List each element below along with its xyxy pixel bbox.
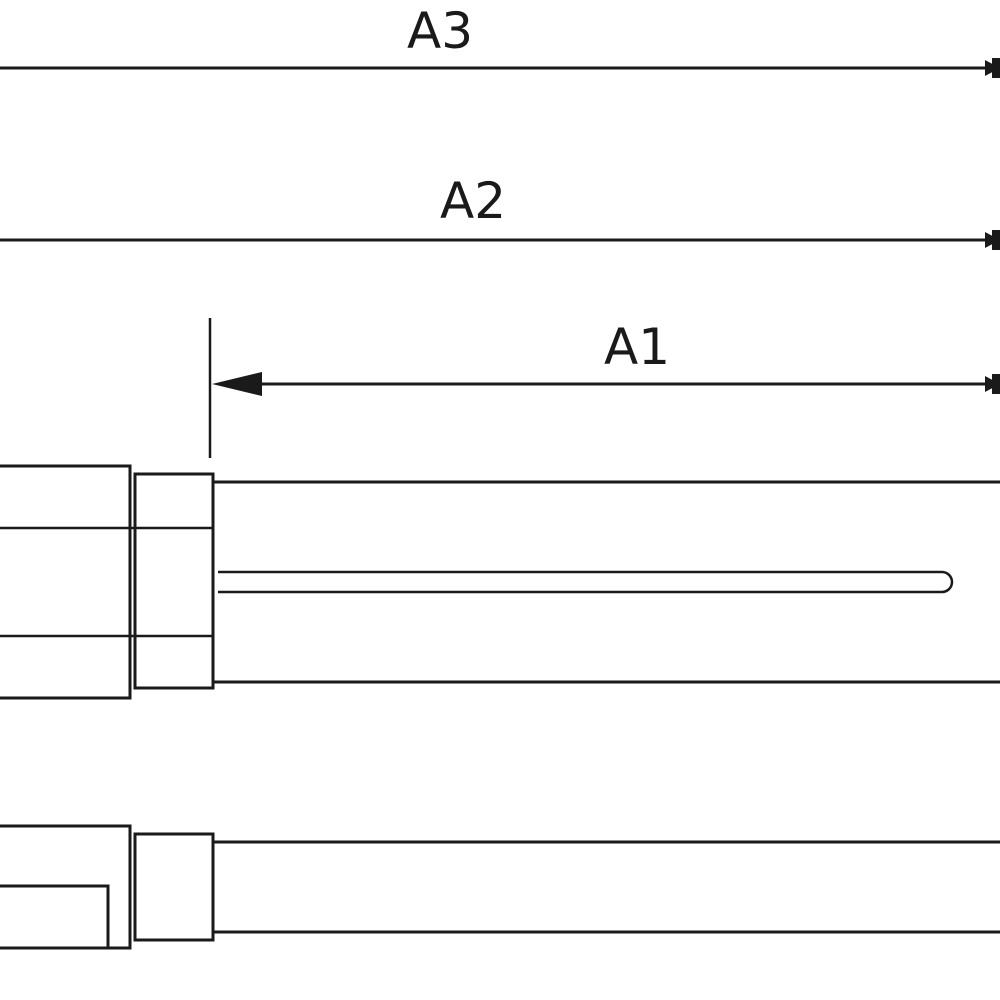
arrow-a1-left bbox=[212, 372, 262, 396]
base-body-top-view bbox=[0, 824, 132, 950]
end-mark-a2 bbox=[992, 230, 1000, 250]
dimension-a1: A1 bbox=[208, 318, 1000, 458]
dimension-label-a2: A2 bbox=[440, 172, 506, 230]
base-collar-top-view bbox=[133, 832, 215, 942]
dimension-label-a1: A1 bbox=[604, 318, 670, 376]
lamp-top-view bbox=[0, 824, 1000, 950]
dimension-a3: A3 bbox=[0, 2, 1000, 78]
base-body bbox=[0, 464, 132, 700]
base-notch bbox=[0, 884, 110, 948]
end-mark-a3 bbox=[992, 58, 1000, 78]
dimension-a2: A2 bbox=[0, 172, 1000, 250]
dimension-label-a3: A3 bbox=[407, 2, 473, 60]
inner-electrode-rod bbox=[218, 570, 954, 594]
end-mark-a1 bbox=[992, 374, 1000, 394]
base-collar bbox=[133, 472, 215, 690]
lamp-side-view bbox=[0, 464, 1000, 700]
